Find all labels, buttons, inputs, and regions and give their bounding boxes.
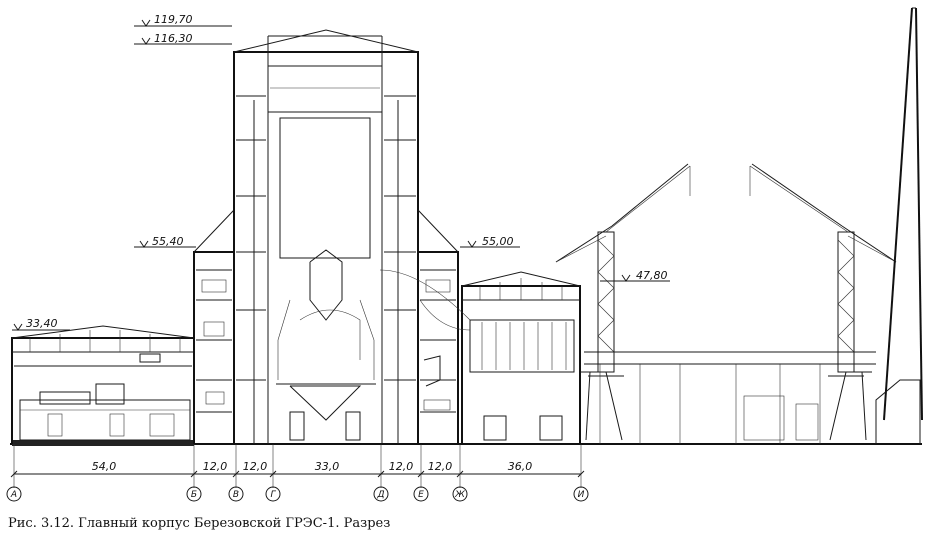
svg-text:119,70: 119,70 [154,13,193,26]
axis-label: Ж [454,490,465,500]
dimension-label: 12,0 [389,460,414,473]
svg-text:116,30: 116,30 [154,32,193,45]
tower-crane-right [749,163,897,441]
turbine-hall [11,325,195,444]
axis-label: Е [418,490,424,500]
elevation-mark-upper-roof: 116,30 [134,32,232,45]
axis-label: В [233,490,239,500]
axis-label: Д [376,490,384,500]
dimension-label: 54,0 [92,460,117,473]
svg-text:33,40: 33,40 [26,317,58,330]
axis-label: Б [191,490,197,500]
elevation-mark-top-roof: 119,70 [134,13,232,27]
elevation-mark-right-bunker: 55,00 [460,235,520,248]
axis-bubbles: А Б В Г Д Е Ж И [6,486,589,502]
axis-label: И [578,490,585,500]
dimension-label: 36,0 [508,460,533,473]
bunker-bay [417,209,459,444]
elevation-mark-turbine-roof: 33,40 [12,317,70,331]
axis-label: Г [270,490,276,500]
precipitator-bay [379,269,581,444]
elevation-mark-left-bunker: 55,40 [134,235,196,248]
dimension-label: 12,0 [203,460,228,473]
building-section-drawing: 119,70 116,30 55,40 55,00 47,80 33,40 [6,7,923,502]
chimney [875,7,923,444]
axis-grid-lines [13,444,582,488]
svg-text:47,80: 47,80 [636,269,668,282]
figure-caption: Рис. 3.12. Главный корпус Березовской ГР… [8,516,391,531]
dimension-label: 12,0 [243,460,268,473]
axis-label: А [10,490,17,500]
open-crane-area [584,351,876,444]
svg-text:55,40: 55,40 [152,235,184,248]
dimension-label: 12,0 [428,460,453,473]
dimension-labels: 54,0 12,0 12,0 33,0 12,0 12,0 36,0 [92,460,533,473]
dimension-label: 33,0 [315,460,340,473]
turbine-foundation [12,440,194,446]
boiler-house-tower [233,29,419,444]
svg-text:55,00: 55,00 [482,235,514,248]
tower-crane-left [555,163,691,441]
elevation-mark-boiler-roof: 47,80 [600,269,670,282]
deaerator-bay [193,209,235,444]
dimension-line [10,470,585,478]
